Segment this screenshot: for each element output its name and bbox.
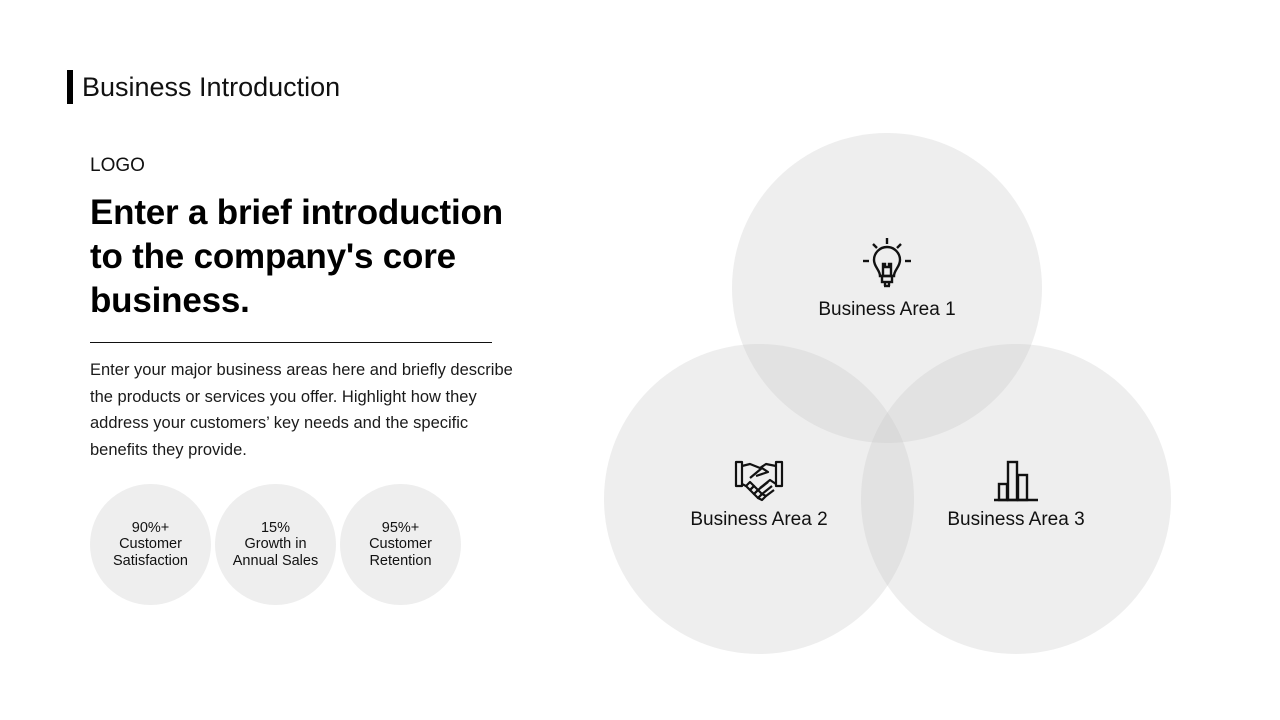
business-area-2: Business Area 2 — [649, 458, 869, 532]
divider — [90, 342, 492, 343]
stat-sales-growth: 15% Growth in Annual Sales — [215, 484, 336, 605]
business-area-2-label: Business Area 2 — [690, 509, 828, 530]
stat-label-line1: Growth in — [244, 536, 307, 553]
page-title: Business Introduction — [82, 72, 341, 102]
business-area-1-label: Business Area 1 — [818, 299, 956, 320]
stat-label-line1: Customer — [119, 536, 182, 553]
stat-label-line1: Customer — [369, 536, 432, 553]
stats-row: 90%+ Customer Satisfaction 15% Growth in… — [90, 484, 461, 605]
title-accent-bar — [67, 70, 73, 104]
description-text: Enter your major business areas here and… — [90, 361, 513, 459]
business-area-1: Business Area 1 — [777, 236, 997, 322]
stat-label-line2: Annual Sales — [232, 552, 319, 569]
headline: Enter a brief introduction to the compan… — [90, 193, 503, 320]
stat-value: 95%+ — [381, 519, 420, 536]
stat-value: 90%+ — [131, 519, 170, 536]
stat-customer-retention: 95%+ Customer Retention — [340, 484, 461, 605]
logo-placeholder: LOGO — [90, 155, 145, 176]
stat-customer-satisfaction: 90%+ Customer Satisfaction — [90, 484, 211, 605]
business-area-3-label: Business Area 3 — [947, 509, 1085, 530]
lightbulb-icon — [861, 236, 913, 292]
bar-chart-icon — [991, 458, 1041, 502]
stat-label-line2: Retention — [369, 552, 432, 569]
handshake-icon — [734, 458, 784, 502]
business-area-3: Business Area 3 — [906, 458, 1126, 532]
stat-label-line2: Satisfaction — [113, 552, 188, 569]
stat-value: 15% — [260, 519, 291, 536]
